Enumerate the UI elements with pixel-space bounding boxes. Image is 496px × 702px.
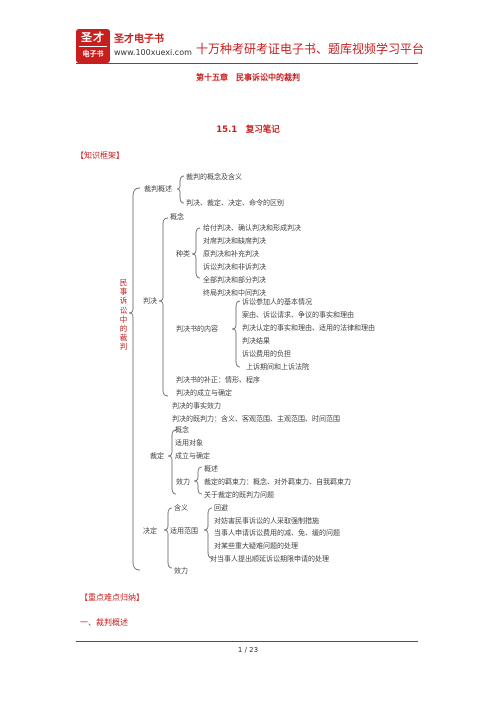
logo-url: www.100xuexi.com [114, 48, 192, 57]
content-item: 诉讼参加人的基本情况 [242, 298, 312, 306]
contents-label: 判决书的内容 [176, 325, 218, 333]
type-item: 终局判决和中间判决 [203, 289, 266, 297]
decision-effect: 效力 [174, 567, 188, 575]
header-slogan: 十万种考研考证电子书、题库视频学习平台 [196, 42, 425, 56]
chapter-title: 第十五章 民事诉讼中的裁判 [196, 73, 300, 82]
scope-item: 回避 [214, 504, 228, 512]
ruling-label: 裁定 [150, 452, 164, 460]
type-item: 全部判决和部分判决 [203, 276, 266, 284]
ruling-item: 成立与确定 [175, 452, 210, 460]
type-item: 给付判决、确认判决和形成判决 [203, 224, 301, 232]
scope-item: 当事人申请诉讼费用的减、免、缓的问题 [214, 529, 340, 537]
scope-item: 对当事人提出顺延诉讼期限申请的处理 [210, 555, 329, 563]
judgment-item: 判决的成立与确定 [176, 389, 232, 397]
judgment-item: 判决书的补正：情形、程序 [176, 376, 260, 384]
logo-top-text: 圣才 [81, 31, 105, 44]
judgment-item: 判决的事实效力 [172, 402, 221, 410]
effect-item: 概述 [204, 465, 218, 473]
type-item: 诉讼判决和非诉判决 [203, 263, 266, 271]
logo-bottom-text: 电子书 [79, 46, 107, 61]
root-label: 民事诉讼中的裁判 [119, 278, 128, 352]
scope-item: 对妨害民事诉讼的人采取强制措施 [214, 517, 319, 525]
key-points-heading: 【重点难点归纳】 [80, 593, 144, 602]
footer-divider [76, 641, 418, 642]
ruling-item: 概念 [175, 426, 189, 434]
type-item: 原判决和补充判决 [203, 250, 259, 258]
overview-item: 裁判的概念及含义 [186, 173, 242, 181]
overview-item: 判决、裁定、决定、命令的区别 [186, 199, 284, 207]
effect-item: 关于裁定的既判力问题 [204, 491, 274, 499]
decision-meaning: 含义 [174, 504, 188, 512]
scope-item: 对某些重大疑难问题的处理 [214, 542, 298, 550]
content-item: 案由、诉讼请求、争议的事实和理由 [242, 311, 354, 319]
content-item: 诉讼费用的负担 [242, 350, 291, 358]
logo: 圣才 电子书 [76, 29, 110, 63]
content-item: 判决认定的事实和理由、适用的法律和理由 [242, 324, 375, 332]
framework-heading: 【知识框架】 [76, 151, 124, 160]
ruling-item: 适用对象 [175, 439, 203, 447]
section-title: 15.1 复习笔记 [216, 125, 280, 135]
content-item: 上诉期间和上诉法院 [246, 363, 309, 371]
decision-label: 决定 [143, 527, 157, 535]
header-divider [76, 63, 418, 64]
effect-label: 效力 [176, 478, 190, 486]
judgment-concept: 概念 [170, 213, 184, 221]
page-number: 1 / 23 [237, 646, 259, 654]
effect-item: 裁定的羁束力：概念、对外羁束力、自我羁束力 [204, 478, 351, 486]
overview-label: 裁判概述 [144, 185, 172, 193]
scope-label: 适用范围 [170, 527, 198, 535]
types-label: 种类 [176, 250, 190, 258]
first-heading: 一、裁判概述 [80, 618, 128, 627]
type-item: 对席判决和缺席判决 [203, 237, 266, 245]
logo-name: 圣才电子书 [114, 34, 164, 45]
content-item: 判决结果 [242, 337, 270, 345]
judgment-label: 判决 [143, 297, 157, 305]
judgment-item: 判决的既判力：含义、客观范围、主观范围、时间范围 [172, 415, 340, 423]
